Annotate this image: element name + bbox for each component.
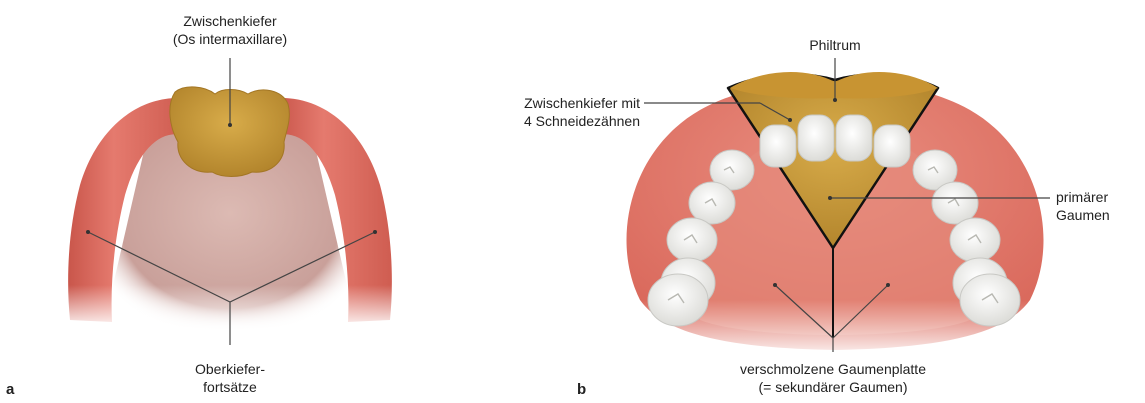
philtrum bbox=[730, 72, 938, 98]
label-primaerer-line1: primärer bbox=[1056, 188, 1136, 206]
label-oberkieferfortsaetze: Oberkiefer- fortsätze bbox=[180, 360, 280, 396]
tooth-l3 bbox=[667, 218, 717, 262]
incisor-4 bbox=[874, 125, 910, 167]
tooth-l2 bbox=[689, 182, 735, 224]
label-primaerer-gaumen: primärer Gaumen bbox=[1056, 188, 1136, 224]
tooth-r3 bbox=[950, 218, 1000, 262]
label-zwischenkiefer-b-line2: 4 Schneidezähnen bbox=[480, 112, 640, 130]
label-zwischenkiefer-b-line1: Zwischenkiefer mit bbox=[480, 94, 640, 112]
label-gaumenplatte-line1: verschmolzene Gaumenplatte bbox=[730, 360, 936, 378]
tooth-l5 bbox=[648, 274, 708, 326]
label-oberkiefer-line2: fortsätze bbox=[180, 378, 280, 396]
label-gaumenplatte: verschmolzene Gaumenplatte (= sekundärer… bbox=[730, 360, 936, 396]
tooth-r2 bbox=[932, 182, 978, 224]
label-primaerer-line2: Gaumen bbox=[1056, 206, 1136, 224]
label-oberkiefer-line1: Oberkiefer- bbox=[180, 360, 280, 378]
label-zwischenkiefer-a: Zwischenkiefer (Os intermaxillare) bbox=[170, 12, 290, 48]
tooth-r5 bbox=[960, 274, 1020, 326]
panel-letter-a: a bbox=[6, 381, 14, 398]
panel-letter-b: b bbox=[577, 381, 586, 398]
panel-b-drawing bbox=[600, 58, 1070, 360]
label-zwischenkiefer-a-line2: (Os intermaxillare) bbox=[170, 30, 290, 48]
label-zwischenkiefer-b: Zwischenkiefer mit 4 Schneidezähnen bbox=[480, 94, 640, 130]
panel-a-drawing bbox=[50, 58, 410, 345]
incisor-3 bbox=[836, 115, 872, 161]
label-philtrum: Philtrum bbox=[795, 36, 875, 54]
label-zwischenkiefer-a-line1: Zwischenkiefer bbox=[170, 12, 290, 30]
incisor-2 bbox=[798, 115, 834, 161]
incisor-1 bbox=[760, 125, 796, 167]
label-gaumenplatte-line2: (= sekundärer Gaumen) bbox=[730, 378, 936, 396]
